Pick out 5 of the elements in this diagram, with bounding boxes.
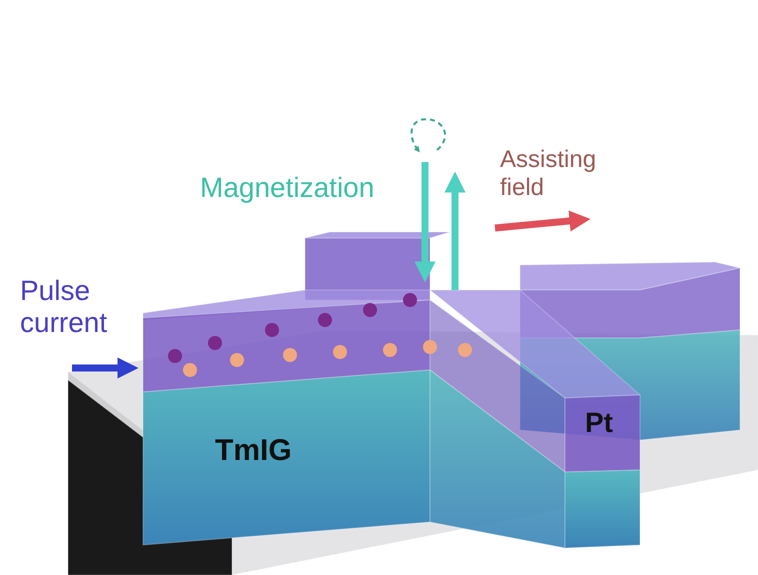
layer-label: Pt xyxy=(585,407,614,440)
annotation-label: Pulse current xyxy=(20,275,108,340)
annotation-label: Magnetization xyxy=(200,172,376,204)
annotation-label: Assisting field xyxy=(500,146,598,202)
layer-label: TmIG xyxy=(215,434,293,468)
